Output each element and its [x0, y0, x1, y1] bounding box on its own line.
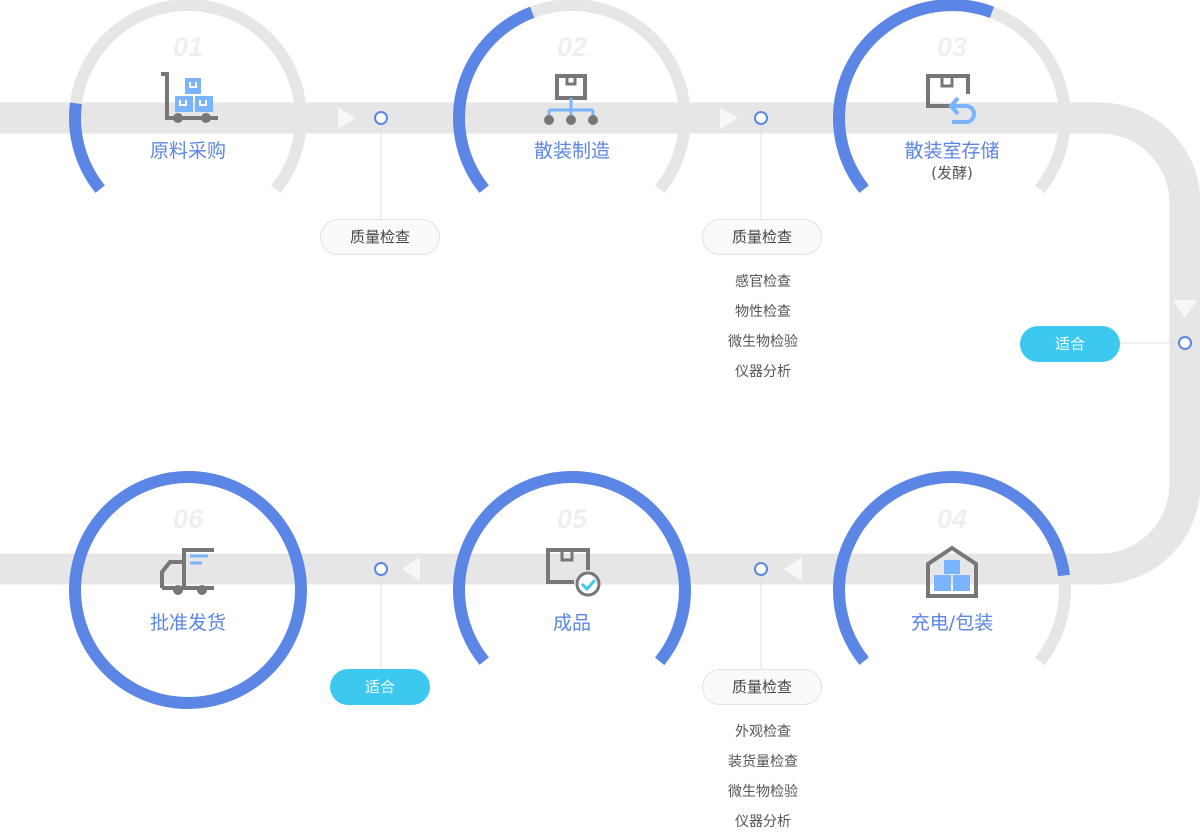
step-sublabel: (发酵) — [931, 164, 973, 182]
approval-badge: 适合 — [330, 669, 430, 705]
step-number: 03 — [936, 32, 968, 62]
step-label: 批准发货 — [149, 612, 226, 634]
ring-progress — [832, 0, 1071, 237]
check-item: 微生物检验 — [728, 784, 798, 800]
checkpoint-node — [754, 111, 768, 125]
step-1: 01 原料采购 — [68, 0, 308, 238]
step-number: 02 — [556, 32, 588, 62]
ring-progress — [69, 0, 307, 237]
arrow-right-icon — [720, 107, 738, 129]
arrow-left-icon — [784, 557, 802, 581]
progress-ring — [69, 470, 307, 709]
check-item: 微生物检验 — [728, 334, 798, 350]
quality-check-badge: 质量检查 — [702, 219, 822, 255]
box-check-icon — [546, 548, 601, 597]
checkpoint-node — [754, 562, 768, 576]
arrow-left-icon — [402, 557, 420, 581]
progress-ring — [832, 0, 1071, 237]
checkpoint-node — [374, 562, 388, 576]
distribution-icon — [544, 74, 598, 125]
ring-progress — [69, 470, 307, 709]
check-item: 装货量检查 — [728, 754, 798, 770]
quality-check-badge: 质量检查 — [702, 669, 822, 705]
warehouse-icon — [926, 545, 978, 598]
step-label: 成品 — [552, 612, 591, 634]
step-2: 02 散装制造 — [452, 0, 692, 238]
step-number: 05 — [556, 504, 588, 534]
step-6: 06 批准发货 — [68, 470, 308, 710]
ring-progress — [453, 0, 691, 237]
box-return-icon — [926, 74, 976, 124]
step-4: 04 充电/包装 — [832, 470, 1072, 710]
quality-check-badge: 质量检查 — [320, 219, 440, 255]
check-item: 感官检查 — [735, 274, 791, 290]
arrow-down-icon — [1173, 300, 1197, 318]
check-item: 外观检查 — [735, 724, 791, 740]
progress-ring — [832, 470, 1071, 709]
progress-ring — [453, 470, 691, 709]
step-label: 原料采购 — [149, 140, 226, 162]
checkpoint-node — [374, 111, 388, 125]
check-items-list: 外观检查 装货量检查 微生物检验 仪器分析 — [683, 717, 843, 837]
step-number: 01 — [172, 32, 204, 62]
step-number: 04 — [936, 504, 968, 534]
cart-boxes-icon — [161, 72, 218, 123]
step-number: 06 — [172, 504, 204, 534]
step-label: 散装室存储 — [904, 140, 1000, 162]
check-item: 物性检查 — [735, 304, 791, 320]
progress-ring — [69, 0, 307, 237]
check-item: 仪器分析 — [735, 364, 791, 380]
approval-badge: 适合 — [1020, 326, 1120, 362]
truck-icon — [160, 548, 214, 595]
step-5: 05 成品 — [452, 470, 692, 710]
check-items-list: 感官检查 物性检查 微生物检验 仪器分析 — [683, 267, 843, 387]
step-label: 充电/包装 — [910, 612, 994, 634]
step-label: 散装制造 — [533, 140, 610, 162]
check-item: 仪器分析 — [735, 814, 791, 830]
arrow-right-icon — [338, 107, 356, 129]
step-3: 03 散装室存储 (发酵) — [832, 0, 1072, 238]
checkpoint-node — [1178, 336, 1192, 350]
progress-ring — [453, 0, 691, 237]
